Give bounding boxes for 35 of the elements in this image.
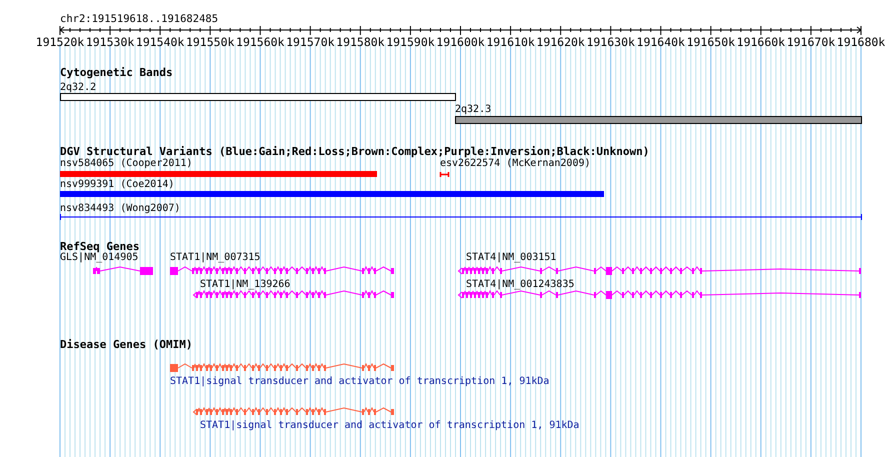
feature-label: 2q32.3 <box>455 104 492 115</box>
tick-label: 191660k <box>736 36 786 49</box>
tick-label: 191530k <box>86 36 134 49</box>
feature-label: STAT4|NM_001243835 <box>466 279 574 290</box>
feature-label: esv2622574 (McKernan2009) <box>440 158 591 169</box>
tick-label: 191640k <box>636 36 685 49</box>
tick-label: 191580k <box>336 36 385 49</box>
tick-label: 191560k <box>236 36 284 49</box>
feature-label: STAT4|NM_003151 <box>466 252 556 263</box>
feature-label: nsv834493 (Wong2007) <box>60 203 180 214</box>
tick-label: 191600k <box>436 36 485 49</box>
tick-label: 191630k <box>586 36 635 49</box>
feature-label: nsv584065 (Cooper2011) <box>60 158 192 169</box>
track-title: RefSeq Genes <box>60 241 140 253</box>
feature-label: 2q32.2 <box>60 82 96 93</box>
feature-label: GLS|NM_014905 <box>60 252 138 263</box>
tick-label: 191570k <box>286 36 335 49</box>
feature-label: STAT1|NM_007315 <box>170 252 260 263</box>
track-title: DGV Structural Variants (Blue:Gain;Red:Loss;Brown:Complex;Purple:Inversion;Black:Unknown) <box>60 146 650 158</box>
tick-label: 191670k <box>786 36 836 49</box>
tick-label: 191520k <box>36 36 84 49</box>
tick-label: 191550k <box>186 36 234 49</box>
tick-label: 191540k <box>136 36 184 49</box>
track-title: Disease Genes (OMIM) <box>60 339 192 351</box>
tick-label: 191680k <box>836 36 886 49</box>
locus-label: chr2:191519618..191682485 <box>60 14 218 25</box>
tick-label: 191620k <box>536 36 585 49</box>
track-title: Cytogenetic Bands <box>60 67 173 79</box>
feature-label: nsv999391 (Coe2014) <box>60 179 174 190</box>
feature-label: STAT1|signal transducer and activator of transcription 1, 91kDa <box>200 420 580 431</box>
feature-label: STAT1|signal transducer and activator of transcription 1, 91kDa <box>170 376 550 387</box>
feature-label: STAT1|NM_139266 <box>200 279 290 290</box>
tick-label: 191590k <box>386 36 435 49</box>
tick-label: 191610k <box>486 36 535 49</box>
tick-label: 191650k <box>686 36 736 49</box>
